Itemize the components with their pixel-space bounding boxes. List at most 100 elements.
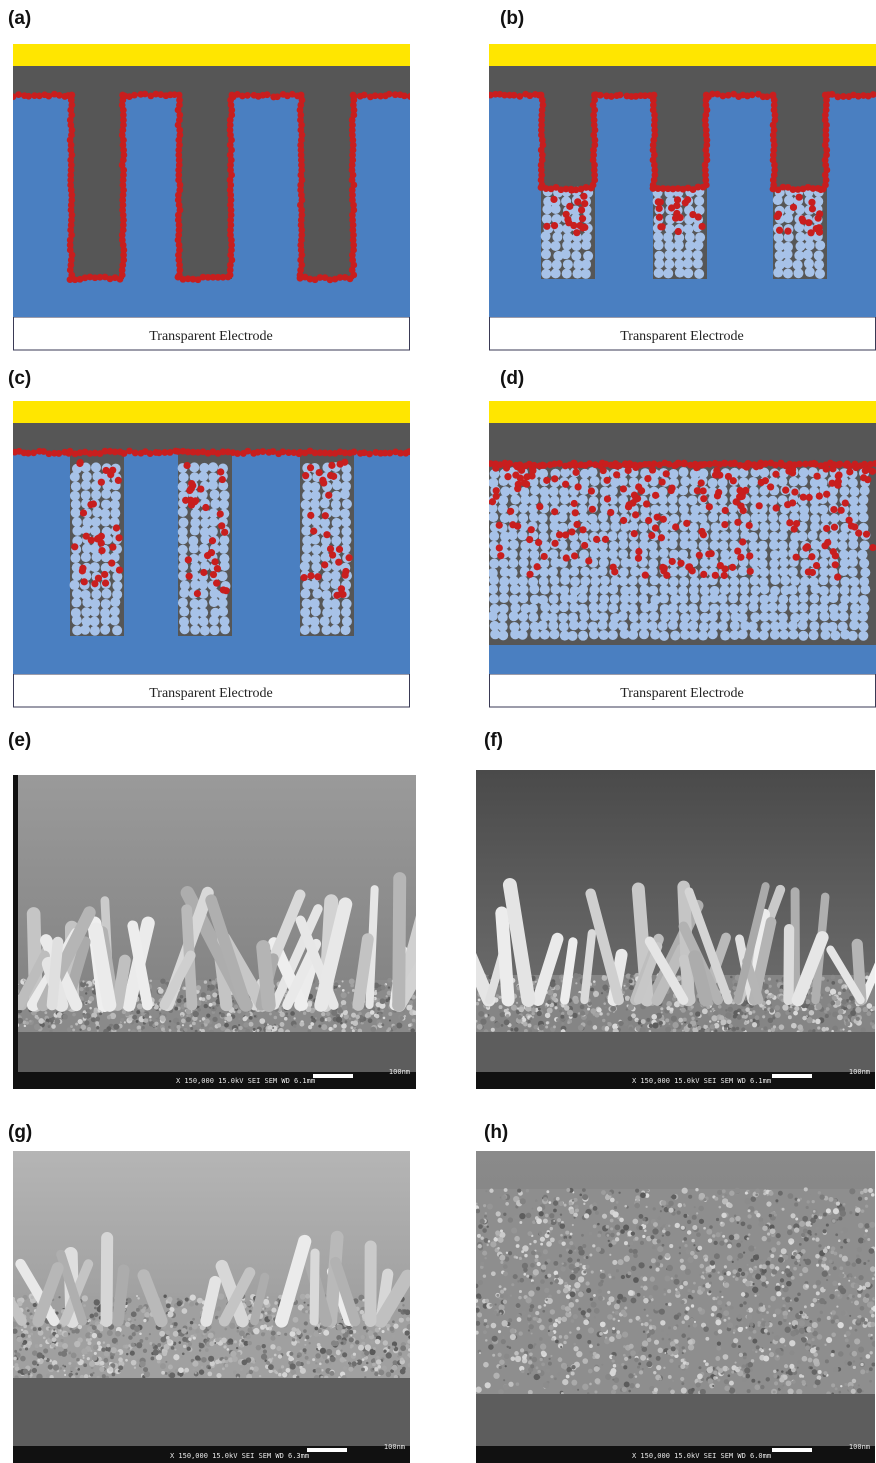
- grain: [224, 1356, 228, 1361]
- nanoparticle: [507, 549, 518, 560]
- grain: [279, 1011, 285, 1018]
- grain: [84, 1020, 90, 1026]
- acceptor-molecule: [193, 589, 202, 598]
- nanoparticle: [847, 630, 858, 641]
- nanoparticle: [577, 557, 588, 568]
- electrode-label: Transparent Electrode: [149, 329, 273, 344]
- acceptor-molecule: [641, 571, 649, 579]
- grain: [695, 1011, 701, 1017]
- nanoparticle: [520, 603, 531, 614]
- grain: [37, 1329, 44, 1336]
- nanoparticle: [500, 486, 511, 497]
- grain: [83, 1374, 89, 1379]
- acceptor-molecule: [227, 181, 235, 189]
- grain: [189, 1294, 196, 1301]
- nanoparticle: [570, 576, 581, 587]
- acceptor-molecule: [816, 210, 824, 218]
- grain: [531, 1007, 536, 1013]
- acceptor-molecule: [297, 91, 305, 99]
- acceptor-molecule: [67, 166, 75, 174]
- nanoparticle: [579, 468, 590, 479]
- nanoparticle: [550, 584, 561, 595]
- acceptor-molecule: [119, 141, 127, 149]
- grain: [135, 1019, 139, 1023]
- grain: [38, 1018, 45, 1024]
- grain: [152, 1011, 159, 1019]
- grain: [600, 992, 604, 995]
- nanoparticle: [540, 231, 551, 242]
- oxide-pore-floor: [541, 279, 595, 317]
- grain: [770, 1023, 773, 1027]
- grain: [612, 1023, 619, 1030]
- acceptor-molecule: [336, 274, 344, 281]
- nanoparticle: [218, 606, 229, 617]
- nanoparticle: [767, 602, 778, 613]
- grain: [226, 1015, 233, 1022]
- grain: [338, 984, 341, 988]
- nanoparticle: [528, 504, 539, 515]
- acceptor-molecule: [709, 90, 716, 98]
- sem-info-text: X 150,000 15.0kV SEI SEM WD 6.1mm: [632, 1077, 771, 1085]
- nanoparticle: [198, 579, 209, 590]
- nanoparticle: [208, 597, 219, 608]
- nanoparticle: [748, 486, 759, 497]
- acceptor-molecule: [116, 275, 124, 283]
- grain: [47, 1364, 53, 1370]
- grain: [211, 980, 216, 985]
- nanoparticle: [489, 512, 499, 523]
- acceptor-molecule: [166, 449, 174, 456]
- grain: [778, 1024, 785, 1030]
- grain: [342, 1352, 348, 1358]
- acceptor-molecule: [217, 468, 225, 476]
- grain: [101, 1347, 106, 1352]
- acceptor-molecule: [119, 196, 127, 204]
- nanoparticle: [849, 504, 860, 515]
- grain: [189, 1024, 193, 1028]
- acceptor-molecule: [739, 538, 747, 546]
- nanoparticle: [539, 558, 550, 569]
- grain: [115, 1342, 119, 1345]
- nanoparticle: [218, 480, 229, 491]
- grain: [253, 1015, 256, 1018]
- grain: [217, 1293, 225, 1300]
- acceptor-molecule: [527, 526, 535, 534]
- grain: [111, 1337, 118, 1344]
- acceptor-molecule: [556, 460, 563, 467]
- grain: [315, 1367, 322, 1374]
- acceptor-molecule: [346, 275, 354, 283]
- grain: [89, 1006, 92, 1010]
- nanoparticle: [301, 615, 312, 626]
- acceptor-molecule: [869, 543, 876, 552]
- nanoparticle: [538, 594, 549, 605]
- grain: [714, 1029, 718, 1033]
- acceptor-molecule: [118, 236, 126, 244]
- grain: [602, 1018, 606, 1023]
- acceptor-molecule: [226, 186, 234, 194]
- grain: [767, 977, 772, 981]
- grain: [681, 1029, 684, 1032]
- nanoparticle: [81, 616, 92, 627]
- acceptor-molecule: [823, 490, 831, 498]
- grain: [652, 1022, 659, 1029]
- grain: [592, 1025, 598, 1030]
- acceptor-molecule: [219, 273, 227, 281]
- acceptor-molecule: [846, 468, 854, 476]
- grain: [139, 1339, 144, 1343]
- acceptor-molecule: [821, 542, 829, 550]
- substrate: [476, 1032, 875, 1072]
- acceptor-molecule: [349, 226, 357, 234]
- acceptor-molecule: [326, 545, 335, 553]
- grain: [554, 984, 561, 991]
- nanoparticle: [110, 597, 121, 608]
- grain: [695, 1019, 698, 1023]
- acceptor-molecule: [87, 500, 95, 509]
- grain: [304, 1343, 307, 1346]
- grain: [334, 982, 339, 987]
- grain: [397, 1355, 400, 1358]
- nanoparticle: [557, 512, 568, 523]
- acceptor-molecule: [199, 273, 207, 281]
- acceptor-molecule: [226, 176, 234, 184]
- acceptor-molecule: [68, 211, 76, 219]
- grain: [273, 1015, 278, 1020]
- grain: [683, 1021, 687, 1024]
